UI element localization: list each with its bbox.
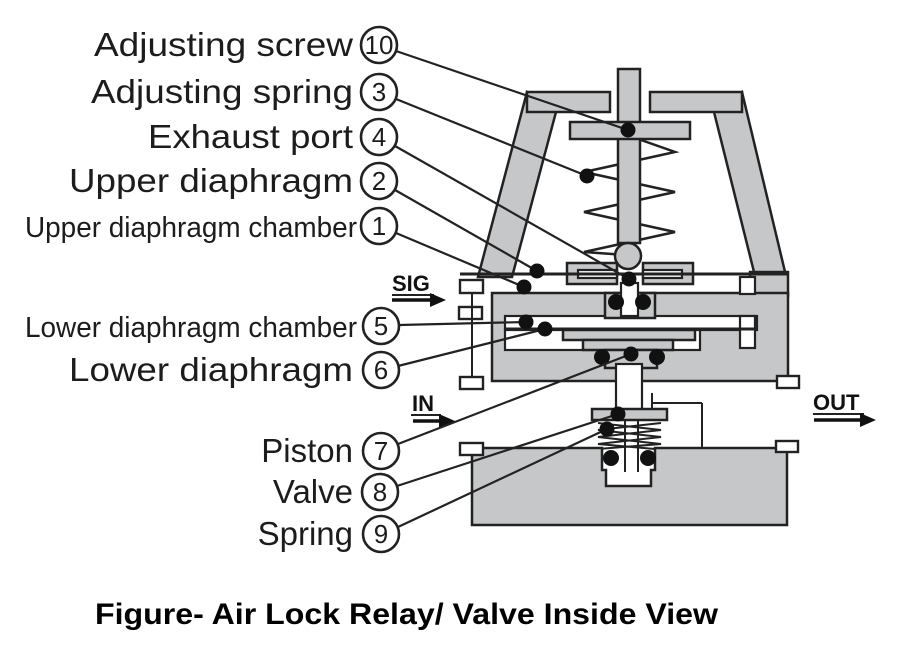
- leader-line: [395, 49, 629, 132]
- callout-dot: [518, 314, 534, 330]
- out-label: OUT: [813, 390, 860, 415]
- flange-tab-bottom-right: [774, 439, 800, 454]
- bonnet-top-bar-right: [648, 90, 744, 114]
- right-wall-notch: [738, 275, 757, 296]
- in-arrow-head: [439, 414, 455, 428]
- callout-number: 8: [373, 477, 387, 507]
- in-label: IN: [412, 391, 434, 416]
- valve-spring-coil-back: [597, 422, 662, 450]
- bottom-body: [470, 446, 789, 527]
- callout-dot: [620, 122, 636, 138]
- callout-upper-diaphragm: 2 Upper diaphragm: [69, 161, 545, 279]
- piston-stem: [614, 362, 644, 414]
- port-in: IN: [411, 391, 455, 428]
- bonnet-left-leg: [476, 89, 558, 279]
- callout-circle: [359, 72, 399, 112]
- sig-label: SIG: [392, 271, 430, 296]
- flange-tab-mid-left: [458, 375, 485, 391]
- valve-plate: [590, 407, 669, 422]
- callout-upper-diaphragm-chamber: 1 Upper diaphragm chamber: [25, 206, 532, 295]
- callout-dot: [599, 421, 615, 437]
- callout-label: Lower diaphragm chamber: [25, 312, 357, 344]
- callout-label: Exhaust port: [148, 118, 353, 155]
- flange-tab-bottom-left: [458, 441, 485, 457]
- out-arrow-head: [860, 413, 876, 427]
- callout-circle: [359, 117, 399, 157]
- callout-number: 6: [374, 355, 388, 385]
- callout-label: Upper diaphragm chamber: [25, 212, 357, 244]
- callout-dot: [537, 321, 553, 337]
- adjusting-screw-stem: [616, 67, 642, 245]
- callout-label: Valve: [273, 473, 353, 510]
- port-out: OUT: [813, 390, 876, 427]
- piston-top-plate: [561, 328, 697, 342]
- callout-number: 3: [372, 77, 386, 107]
- stem-guide-seal-right: [640, 450, 656, 466]
- callout-lower-diaphragm: 6 Lower diaphragm: [69, 321, 553, 390]
- callout-circle: [361, 514, 401, 554]
- leader-line: [397, 428, 608, 528]
- callout-number: 7: [374, 436, 388, 466]
- callout-adjusting-spring: 3 Adjusting spring: [91, 72, 595, 184]
- valve-spring-coil-front: [597, 422, 662, 450]
- figure-caption: Figure- Air Lock Relay/ Valve Inside Vie…: [95, 598, 719, 631]
- callout-label: Lower diaphragm: [69, 351, 353, 388]
- callout-dot: [610, 406, 626, 422]
- piston-seal-left: [594, 349, 610, 365]
- leader-line: [394, 145, 630, 280]
- callout-adjusting-screw: 10 Adjusting screw: [94, 25, 636, 138]
- stem-guide-seal-left: [603, 450, 619, 466]
- callout-label: Piston: [261, 432, 353, 469]
- leader-line: [395, 231, 525, 289]
- callout-valve: 8 Valve: [273, 406, 626, 512]
- callout-number: 10: [365, 30, 394, 60]
- callout-label: Adjusting spring: [91, 73, 353, 110]
- callout-number: 1: [372, 211, 386, 241]
- piston-seal-right: [649, 349, 665, 365]
- callout-circle: [359, 206, 399, 246]
- nozzle-seal-left: [608, 294, 624, 310]
- leader-line: [396, 412, 619, 488]
- callout-circle: [359, 161, 399, 201]
- leader-line: [395, 97, 588, 178]
- callout-lower-diaphragm-chamber: 5 Lower diaphragm chamber: [25, 306, 534, 346]
- callout-number: 4: [372, 122, 386, 152]
- callout-dot: [623, 346, 639, 362]
- valve-drawing: [457, 67, 801, 527]
- flange-tab-upper-left: [458, 278, 485, 295]
- nozzle-seal-right: [635, 294, 651, 310]
- callout-dot: [621, 271, 637, 287]
- callout-dot: [579, 168, 595, 184]
- leader-line: [394, 189, 538, 272]
- exhaust-ball: [613, 241, 643, 271]
- callout-spring: 9 Spring: [258, 421, 615, 554]
- callout-dot: [529, 263, 545, 279]
- leader-line: [397, 352, 632, 446]
- callout-number: 2: [372, 166, 386, 196]
- flange-tab-mid-right: [775, 374, 801, 390]
- callout-label: Upper diaphragm: [69, 162, 353, 199]
- right-wall-channel: [738, 314, 757, 350]
- callout-dot: [516, 279, 532, 295]
- callout-label: Adjusting screw: [94, 26, 353, 63]
- callout-circle: [359, 25, 399, 65]
- leader-line: [397, 327, 546, 368]
- callouts: 10 Adjusting screw 3 Adjusting spring 4 …: [25, 25, 639, 554]
- callout-exhaust-port: 4 Exhaust port: [148, 117, 637, 287]
- callout-label: Spring: [258, 515, 353, 552]
- callout-number: 9: [374, 519, 388, 549]
- bonnet-right-leg: [712, 89, 788, 278]
- callout-circle: [361, 350, 401, 390]
- callout-number: 5: [374, 311, 388, 341]
- flange-tab-sig: [457, 305, 484, 321]
- callout-circle: [360, 472, 400, 512]
- port-sig: SIG: [392, 271, 446, 307]
- callout-circle: [361, 306, 401, 346]
- callout-circle: [361, 431, 401, 471]
- sig-arrow-head: [430, 293, 446, 307]
- bonnet-top-bar-left: [525, 90, 612, 114]
- callout-piston: 7 Piston: [261, 346, 639, 471]
- leader-line: [398, 320, 527, 327]
